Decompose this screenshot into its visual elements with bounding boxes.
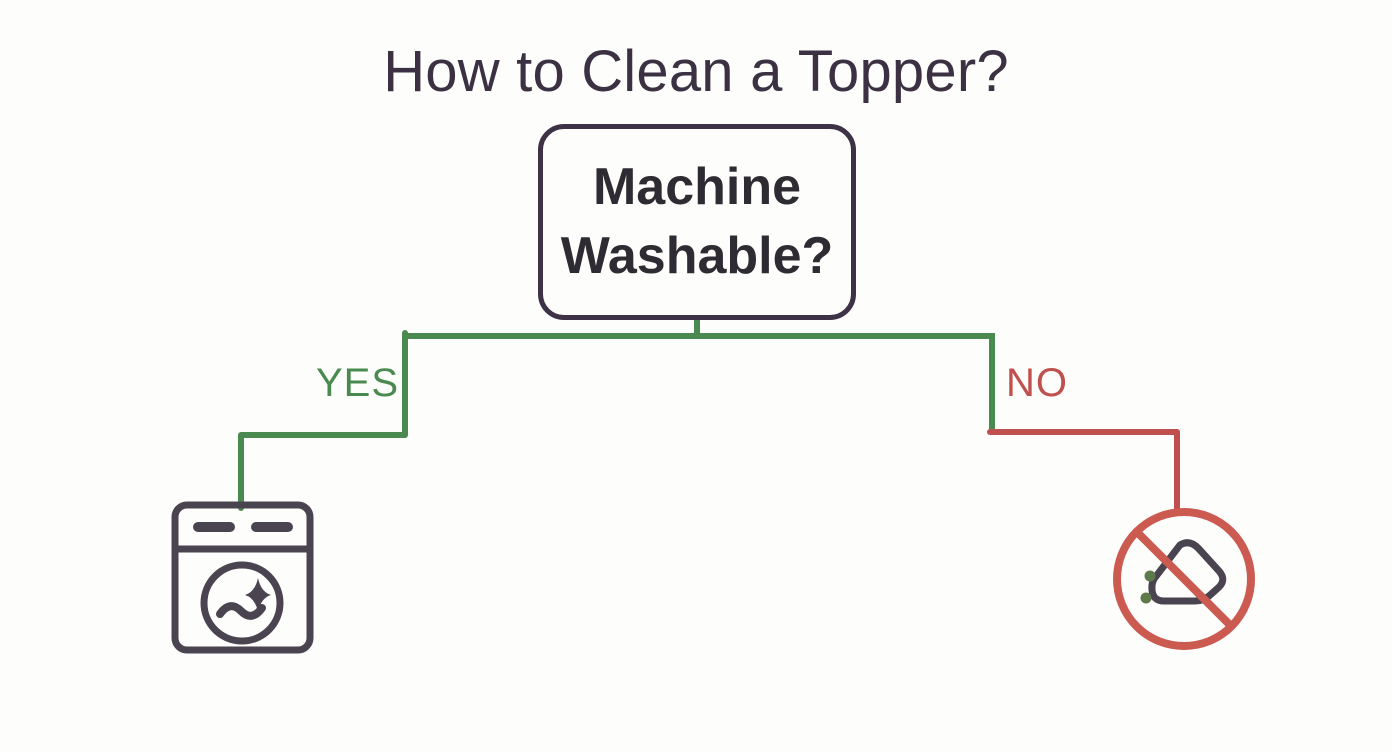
- branch-label-yes: YES: [316, 361, 400, 405]
- connector-yes: [238, 330, 408, 511]
- page-title: How to Clean a Topper?: [383, 39, 1009, 104]
- prohibition-ring: [1113, 508, 1255, 650]
- no-wash-icon[interactable]: [1110, 505, 1258, 653]
- decision-text-line-2: Washable?: [560, 227, 834, 285]
- connector-no: [987, 429, 1180, 515]
- washing-machine-icon[interactable]: [170, 500, 315, 655]
- stone-shape: [1148, 539, 1227, 605]
- splash-dot-1: [1144, 570, 1156, 582]
- prohibition-slash: [1133, 528, 1235, 630]
- branch-label-no: NO: [1006, 361, 1068, 405]
- decision-node-machine-washable[interactable]: Machine Washable?: [538, 124, 856, 320]
- decision-text-line-1: Machine: [592, 158, 802, 217]
- splash-dot-2: [1140, 592, 1152, 604]
- sparkle-icon: [245, 578, 271, 612]
